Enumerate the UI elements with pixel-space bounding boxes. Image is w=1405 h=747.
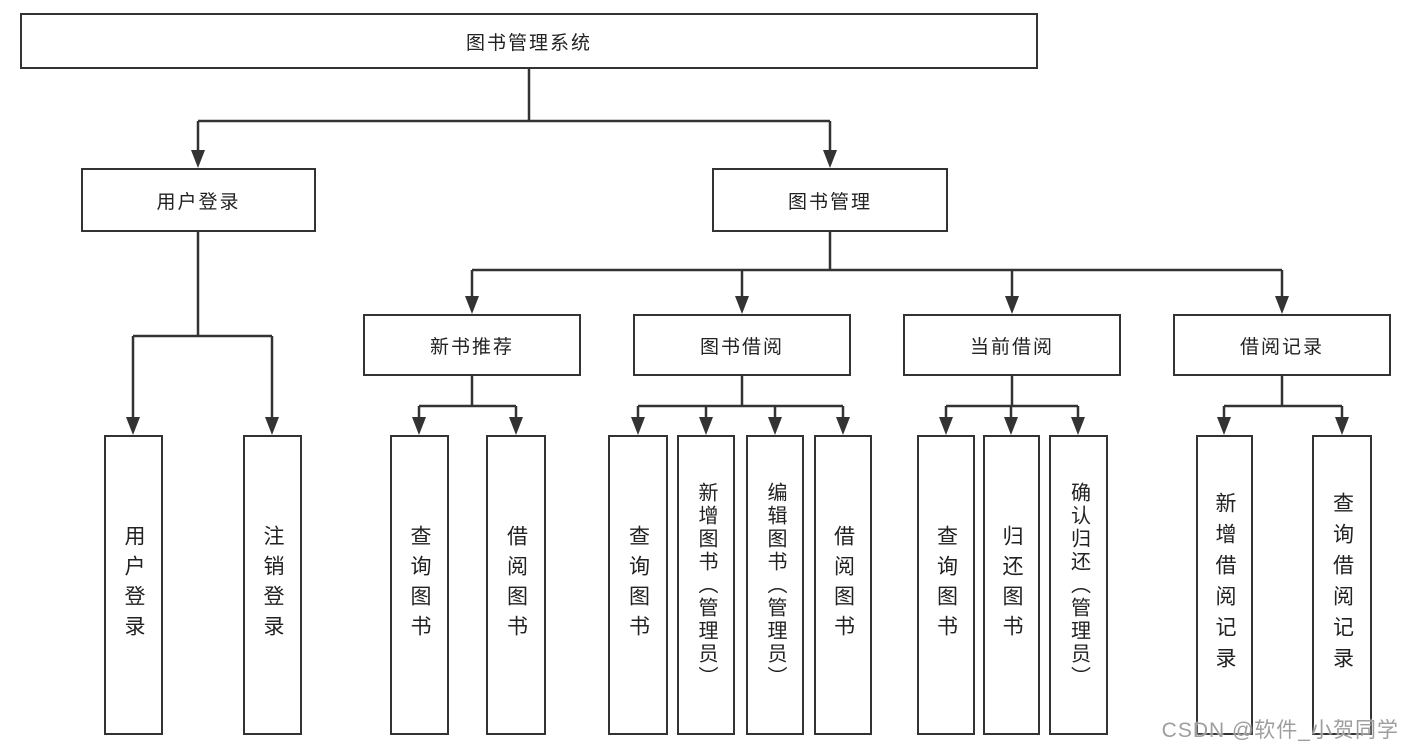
arrowhead: [631, 417, 645, 435]
node-new-book-recommend: 新书推荐: [363, 314, 581, 376]
leaf-add-borrow-record: 新增借阅记录: [1196, 435, 1253, 735]
arrowhead: [1335, 417, 1349, 435]
leaf-query-books-borrow: 查询图书: [608, 435, 668, 735]
leaf-edit-book-admin: 编辑图书（管理员）: [746, 435, 804, 735]
leaf-label: 查询图书: [626, 525, 650, 645]
arrowhead: [1275, 296, 1289, 314]
node-book-borrowing: 图书借阅: [633, 314, 851, 376]
leaf-label: 确认归还（管理员）: [1067, 481, 1090, 689]
leaf-label: 借阅图书: [504, 525, 528, 645]
node-borrowing-records: 借阅记录: [1173, 314, 1391, 376]
leaf-borrow-book-recommend: 借阅图书: [486, 435, 546, 735]
leaf-query-borrow-record: 查询借阅记录: [1312, 435, 1372, 735]
arrowhead: [465, 296, 479, 314]
leaf-label: 新增借阅记录: [1213, 492, 1236, 678]
arrowhead: [836, 417, 850, 435]
leaf-label: 查询图书: [934, 525, 958, 645]
leaf-query-books-current: 查询图书: [917, 435, 975, 735]
leaf-label: 借阅图书: [831, 525, 855, 645]
leaf-label: 注销登录: [261, 525, 284, 645]
arrowhead: [265, 417, 279, 435]
leaf-label: 用户登录: [122, 525, 145, 645]
node-user-login: 用户登录: [81, 168, 316, 232]
leaf-label: 编辑图书（管理员）: [764, 481, 786, 689]
arrowhead: [1004, 417, 1018, 435]
node-root-library-system: 图书管理系统: [20, 13, 1038, 69]
leaf-return-book: 归还图书: [983, 435, 1040, 735]
arrowhead: [735, 296, 749, 314]
arrowhead: [1217, 417, 1231, 435]
leaf-add-book-admin: 新增图书（管理员）: [677, 435, 735, 735]
arrowhead: [126, 417, 140, 435]
arrowhead: [1005, 296, 1019, 314]
leaf-borrow-book: 借阅图书: [814, 435, 872, 735]
arrowhead: [699, 417, 713, 435]
leaf-confirm-return-admin: 确认归还（管理员）: [1049, 435, 1108, 735]
arrowhead: [191, 150, 205, 168]
arrowhead: [412, 417, 426, 435]
leaf-label: 新增图书（管理员）: [695, 481, 717, 689]
node-book-management: 图书管理: [712, 168, 948, 232]
arrowhead: [1071, 417, 1085, 435]
leaf-label: 归还图书: [1000, 525, 1023, 645]
arrowhead: [768, 417, 782, 435]
leaf-query-books-recommend: 查询图书: [390, 435, 449, 735]
arrowhead: [823, 150, 837, 168]
arrowhead: [939, 417, 953, 435]
leaf-label: 查询借阅记录: [1330, 492, 1354, 678]
node-current-borrowing: 当前借阅: [903, 314, 1121, 376]
csdn-watermark: CSDN @软件_小贺同学: [1161, 719, 1399, 742]
leaf-user-login: 用户登录: [104, 435, 163, 735]
leaf-label: 查询图书: [408, 525, 431, 645]
arrowhead: [509, 417, 523, 435]
leaf-logout: 注销登录: [243, 435, 302, 735]
